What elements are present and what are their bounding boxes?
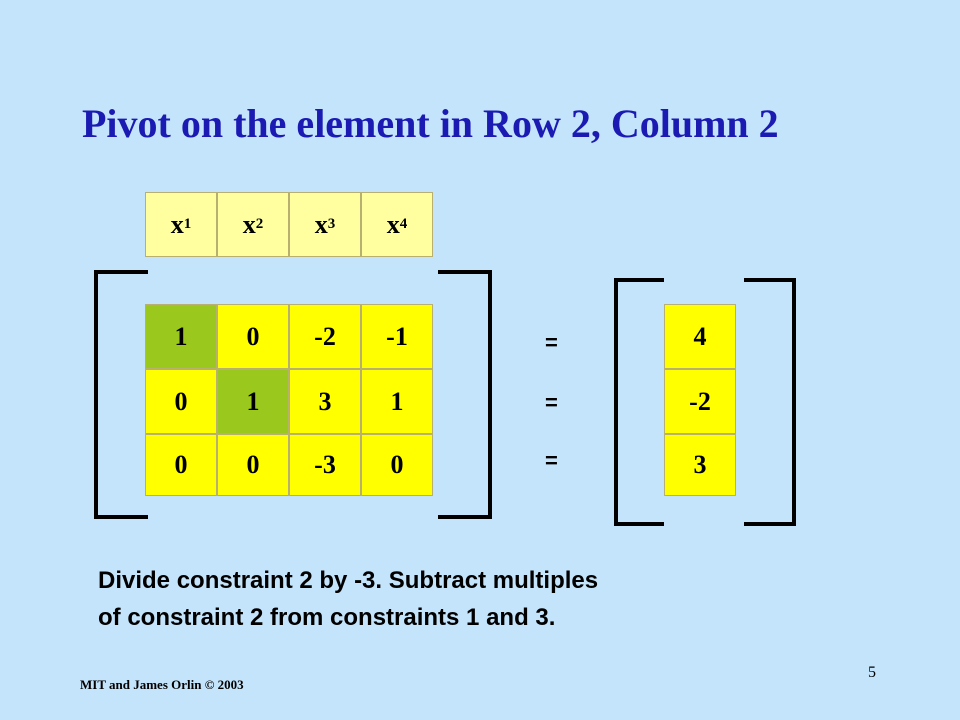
matrix-cell-r3c4: 0 (361, 434, 433, 496)
instruction-line-2: of constraint 2 from constraints 1 and 3… (98, 604, 556, 631)
matrix-left-bracket (94, 270, 148, 519)
equals-sign-2: = (545, 390, 558, 415)
instruction-line-1: Divide constraint 2 by -3. Subtract mult… (98, 567, 599, 594)
variable-base: x (314, 209, 328, 239)
slide-title: Pivot on the element in Row 2, Column 2 (82, 101, 779, 146)
variable-subscript: 3 (327, 216, 336, 232)
matrix-cell-r1c4: -1 (361, 304, 433, 369)
variable-base: x (386, 209, 400, 239)
matrix-cell-r1c3: -2 (289, 304, 361, 369)
rhs-left-bracket (614, 278, 664, 526)
variable-subscript: 1 (183, 216, 192, 232)
matrix-right-bracket (438, 270, 492, 519)
rhs-cell-2: -2 (664, 369, 736, 434)
page-number: 5 (868, 664, 876, 681)
matrix-cell-r1c2: 0 (217, 304, 289, 369)
variable-subscript: 2 (255, 216, 264, 232)
equals-sign-3: = (545, 448, 558, 473)
pivot-cell-r2c2: 1 (217, 369, 289, 434)
equals-sign-1: = (545, 330, 558, 355)
copyright-footer: MIT and James Orlin © 2003 (80, 677, 244, 692)
matrix-cell-r3c1: 0 (145, 434, 217, 496)
instruction-text: Divide constraint 2 by -3. Subtract mult… (98, 562, 818, 636)
matrix-cell-r3c2: 0 (217, 434, 289, 496)
matrix-cell-r3c3: -3 (289, 434, 361, 496)
matrix-cell-r1c1: 1 (145, 304, 217, 369)
matrix-cell-r2c1: 0 (145, 369, 217, 434)
variable-base: x (242, 209, 256, 239)
rhs-cell-3: 3 (664, 434, 736, 496)
matrix-cell-r2c4: 1 (361, 369, 433, 434)
variable-base: x (170, 209, 184, 239)
variable-subscript: 4 (399, 216, 408, 232)
rhs-right-bracket (744, 278, 796, 526)
matrix-cell-r2c3: 3 (289, 369, 361, 434)
rhs-cell-1: 4 (664, 304, 736, 369)
